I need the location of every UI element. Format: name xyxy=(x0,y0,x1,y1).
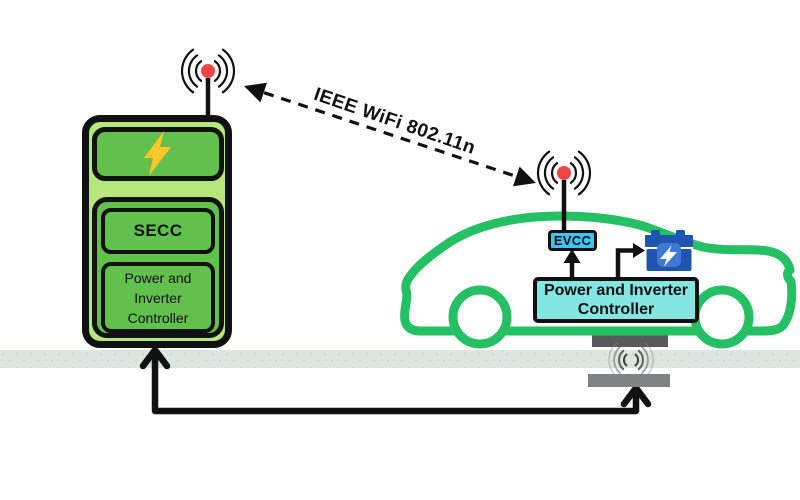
receiver-pad xyxy=(592,334,668,347)
vehicle-antenna-icon xyxy=(536,150,592,236)
pad-signal-icon xyxy=(608,342,654,378)
power-cable-arrow xyxy=(139,346,652,415)
evcc-box: EVCC xyxy=(548,230,597,251)
ground-strip xyxy=(0,350,800,368)
station-power-indicator xyxy=(92,127,224,181)
battery-bolt-icon xyxy=(660,245,677,267)
vehicle-controller-label: Power and Inverter Controller xyxy=(543,282,689,318)
battery-icon xyxy=(645,230,693,271)
arrowhead-into-station xyxy=(139,346,171,370)
wifi-link-arrow xyxy=(244,82,536,187)
transmitter-pad xyxy=(588,374,670,387)
lightning-icon xyxy=(144,131,171,176)
front-wheel xyxy=(690,285,754,349)
antenna-dot xyxy=(201,64,215,78)
secc-box: SECC xyxy=(101,208,215,254)
arrowhead-into-pad xyxy=(620,384,652,408)
vehicle-controller-box: Power and Inverter Controller xyxy=(533,277,699,323)
controller-to-battery-arrow xyxy=(615,243,645,279)
station-controller-box: Power and Inverter Controller xyxy=(101,262,215,333)
rear-wheel xyxy=(448,285,512,349)
antenna-dot xyxy=(557,166,571,180)
secc-label: SECC xyxy=(133,221,183,240)
station-controller-label: Power and Inverter Controller xyxy=(124,269,192,326)
station-antenna-icon xyxy=(180,48,236,120)
controller-to-evcc-arrow xyxy=(563,249,581,279)
evcc-label: EVCC xyxy=(553,233,592,248)
